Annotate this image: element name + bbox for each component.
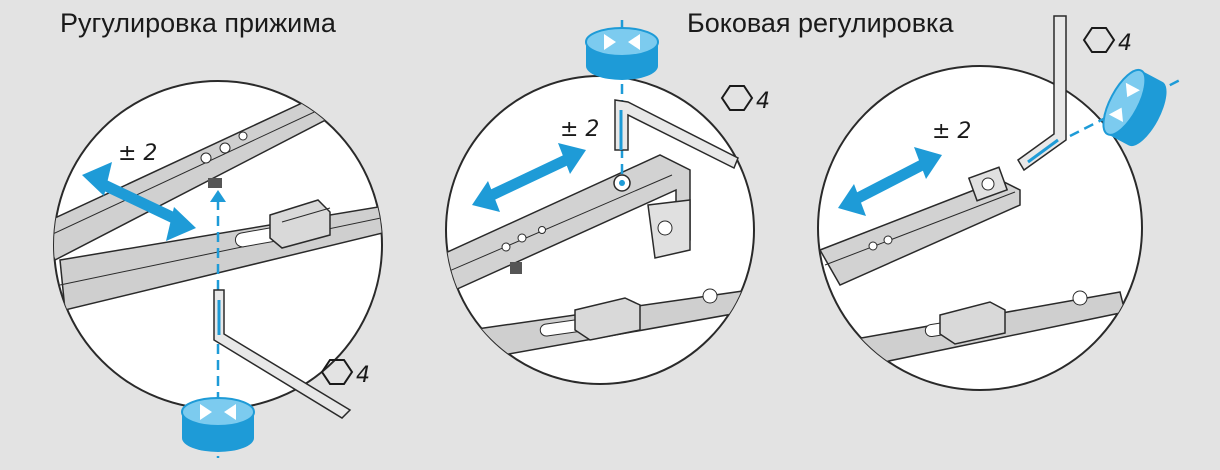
hex-size-label: 4 xyxy=(1118,31,1132,56)
title-side-adjustment: Боковая регулировка xyxy=(687,8,954,38)
panel-pressure: ± 2 4 xyxy=(53,80,383,458)
hex-key-icon xyxy=(1017,15,1067,172)
title-pressure-adjustment: Ругулировка прижима xyxy=(60,8,336,38)
double-arrow-icon xyxy=(472,143,586,212)
hexagon-icon xyxy=(320,359,354,385)
double-arrow-icon xyxy=(838,147,942,216)
keeper-block xyxy=(574,297,641,341)
range-label: ± 2 xyxy=(932,119,971,144)
range-label: ± 2 xyxy=(560,117,599,142)
hex-size-label: 4 xyxy=(756,89,770,114)
panel-side-front: ± 2 4 xyxy=(445,20,770,385)
rotation-arrow-icon xyxy=(585,27,659,80)
hexagon-icon xyxy=(1082,27,1116,53)
double-arrow-icon xyxy=(82,162,196,241)
rotation-arrow-icon xyxy=(181,397,255,452)
hex-key-icon xyxy=(213,289,352,419)
hex-key-icon xyxy=(614,99,739,170)
range-label: ± 2 xyxy=(118,141,157,166)
keeper-block xyxy=(939,301,1006,345)
hinge-bracket xyxy=(818,179,1021,286)
panel-side-rear: ± 2 4 xyxy=(817,15,1181,391)
rotation-arrow-icon xyxy=(1102,68,1167,147)
hex-size-label: 4 xyxy=(356,363,370,388)
hexagon-icon xyxy=(720,85,754,111)
